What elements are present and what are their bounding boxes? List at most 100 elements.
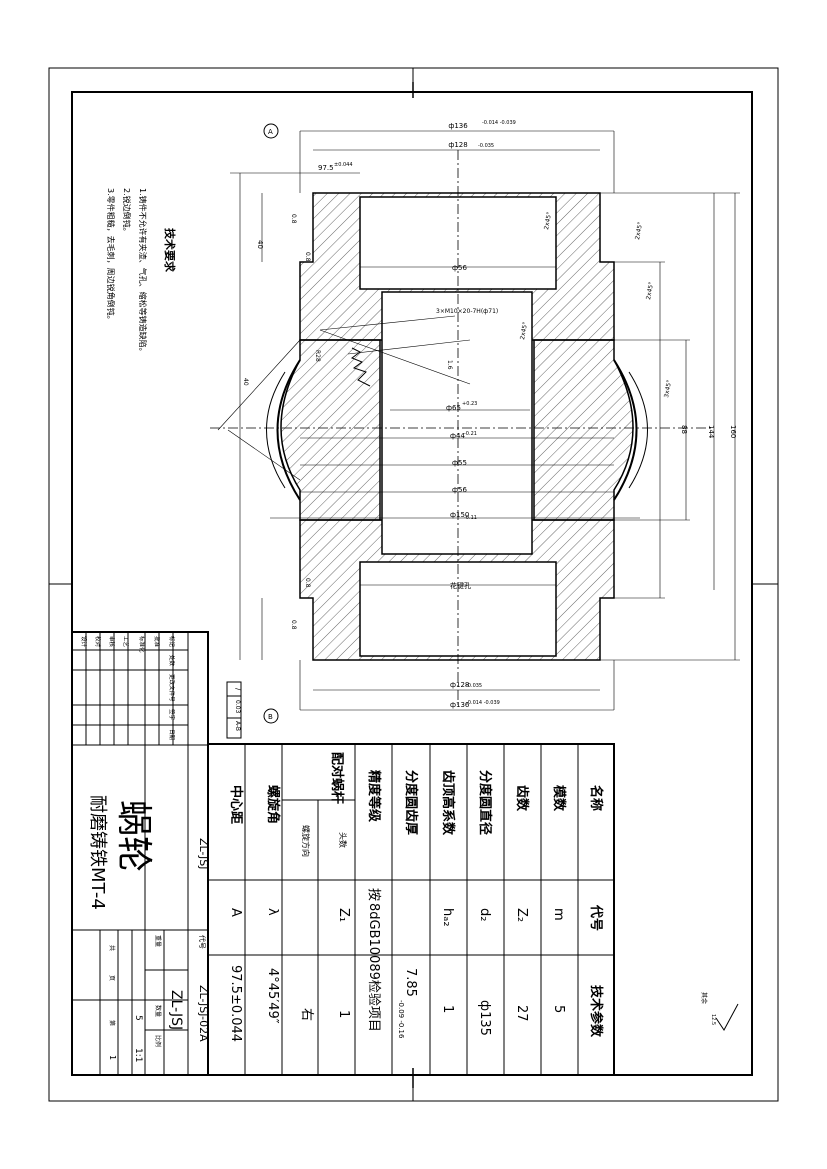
rim-left xyxy=(280,339,381,521)
dim-bore-note: 花键孔 xyxy=(450,581,471,590)
row-3-value: 1 xyxy=(440,1005,455,1013)
row-3-name: 齿顶高系数 xyxy=(440,770,456,836)
tb-col-3: 签字 xyxy=(168,709,176,721)
dim-outer-top-tol: -0.014 -0.039 xyxy=(482,120,516,126)
centering-marks xyxy=(49,68,778,1101)
dim-56b: ф56 xyxy=(452,486,467,494)
r-16: 1.6 xyxy=(446,360,453,370)
tol-box-3: A-B xyxy=(234,721,241,731)
row-7-code: λ xyxy=(265,908,280,916)
tb-col-4: 日期 xyxy=(168,729,175,741)
dimension-texts: ф136 -0.014 -0.039 ф128 -0.035 97.5 ±0.0… xyxy=(234,120,737,1025)
hdr-value: 技术参数 xyxy=(588,985,604,1038)
row-2-name: 分度圆直径 xyxy=(477,770,493,835)
dim-44: ф44 xyxy=(450,432,465,440)
tb-row-5: 批准 xyxy=(153,636,161,648)
dim-bottom-outer: ф136 xyxy=(450,701,470,709)
sheet-of: 页 xyxy=(108,975,115,981)
tb-row-1: 校对 xyxy=(94,636,102,648)
project-code: ZL-JSJ xyxy=(197,838,210,870)
section-view xyxy=(210,123,740,1031)
dim-inner-top: ф128 xyxy=(448,141,467,149)
scale-label: 比例 xyxy=(154,1035,162,1047)
datum-b-marker xyxy=(263,708,279,724)
hdr-name: 名称 xyxy=(588,785,604,811)
row-4-value: 7.85 xyxy=(403,968,418,997)
r-08d: 0.8 xyxy=(290,620,297,630)
title-block-text: 蜗轮 耐磨铸铁MT-4 ZL-JSJ 代号 ZL-JSJ-02A ZL-JSJ … xyxy=(80,636,210,1062)
tb-row-0: 设计 xyxy=(80,636,88,648)
dim-97-tol: ±0.044 xyxy=(334,162,353,168)
chamfer-4: 2x45° xyxy=(519,321,529,340)
row-6-name: 配对蜗杆 xyxy=(329,752,345,804)
r-08a: 0.8 xyxy=(290,214,297,224)
tech-requirements: 技术要求 1.铸件不允许有夹渣、气孔、缩松等铸造缺陷。 2.锐边倒钝。 3.零件… xyxy=(106,188,177,356)
qty-value: 5 xyxy=(133,1015,143,1021)
sheet-label: 共 xyxy=(108,945,116,951)
material: 耐磨铸铁MT-4 xyxy=(87,795,108,910)
code-label: 代号 xyxy=(198,935,207,949)
tolerance-frame xyxy=(226,681,242,739)
dim-150-tol: -0.11 xyxy=(464,515,477,521)
row-6-sub2: 螺旋方向 xyxy=(301,825,311,857)
tb-row-3: 工艺 xyxy=(122,636,129,648)
tb-row-4: 标准化 xyxy=(138,636,146,653)
page-label: 第 xyxy=(108,1020,116,1026)
drawing-no: ZL-JSJ-02A xyxy=(197,985,210,1042)
row-8-code: A xyxy=(228,908,243,917)
row-2-value: ф135 xyxy=(477,1000,492,1036)
r-08c: 0.8 xyxy=(304,578,311,588)
row-0-value: 5 xyxy=(551,1005,566,1013)
row-4-name: 分度圆齿厚 xyxy=(403,770,419,835)
dim-150: ф150 xyxy=(450,511,469,519)
scale-value: 1:1 xyxy=(133,1048,143,1062)
tb-col-1: 处数 xyxy=(168,655,176,667)
bore-center xyxy=(381,291,533,555)
datum-a-label: A xyxy=(268,128,273,136)
row-1-code: Z₂ xyxy=(514,908,529,922)
chamfer-3: 2x45° xyxy=(645,281,655,300)
roughness-symbol xyxy=(715,1003,739,1031)
r-08b: 0.8 xyxy=(304,252,311,262)
row-7-name: 螺旋角 xyxy=(265,785,281,824)
len-144: 144 xyxy=(707,425,715,439)
datum-b-label: B xyxy=(268,713,273,721)
row-5-name: 精度等级 xyxy=(366,770,382,823)
row-8-value: 97.5±0.044 xyxy=(228,965,243,1042)
part-name: 蜗轮 xyxy=(113,800,154,872)
dim-56: ф56 xyxy=(452,264,467,272)
dim-65-tol: +0.23 xyxy=(462,401,477,407)
tb-col-0: 标记 xyxy=(168,636,176,648)
row-2-code: d₂ xyxy=(477,908,492,921)
dim-44-tol: -0.21 xyxy=(464,431,477,437)
row-1-name: 齿数 xyxy=(514,785,530,812)
tech-item-1: 1.铸件不允许有夹渣、气孔、缩松等铸造缺陷。 xyxy=(138,188,148,356)
tb-col-2: 更改文件号 xyxy=(168,674,176,702)
rough-label: 其余 xyxy=(700,992,708,1004)
hdr-code: 代号 xyxy=(588,904,604,931)
dim-bottom-outer-tol: -0.014 -0.039 xyxy=(466,700,500,706)
tol-box-1: / xyxy=(234,688,242,691)
sheet-value: 1 xyxy=(108,1055,117,1060)
chamfer-1: 2x45° xyxy=(543,211,553,230)
dim-key: 3×M10×20-7H(ф71) xyxy=(436,308,498,315)
dim-inner-top-tol: -0.035 xyxy=(478,143,494,149)
project-code-2: ZL-JSJ xyxy=(168,990,184,1030)
param-table-text: 名称 代号 技术参数 模数 m 5 齿数 Z₂ 27 分度圆直径 d₂ ф135… xyxy=(228,752,604,1042)
tech-item-2: 2.锐边倒钝。 xyxy=(122,188,132,236)
r-28: R28 xyxy=(314,350,321,362)
row-6-code: Z₁ xyxy=(336,908,351,922)
row-6-value: 1 xyxy=(336,1010,351,1018)
row-0-code: m xyxy=(551,908,566,921)
qty-label: 数量 xyxy=(154,1005,162,1017)
tech-title: 技术要求 xyxy=(163,228,177,273)
dim-65: ф65 xyxy=(446,404,461,412)
chamfer-2: 2x45° xyxy=(634,221,644,240)
dim-55: ф55 xyxy=(452,459,467,467)
row-7-value: 4°45′49″ xyxy=(265,968,280,1024)
angle-40: 40 xyxy=(242,378,249,386)
tol-box-2: 0.03 xyxy=(234,700,241,714)
tech-item-3: 3.零件粗糙，去毛刺，周边锐角倒钝。 xyxy=(106,188,116,324)
row-4-value-tol: -0.09 -0.16 xyxy=(397,1000,405,1039)
